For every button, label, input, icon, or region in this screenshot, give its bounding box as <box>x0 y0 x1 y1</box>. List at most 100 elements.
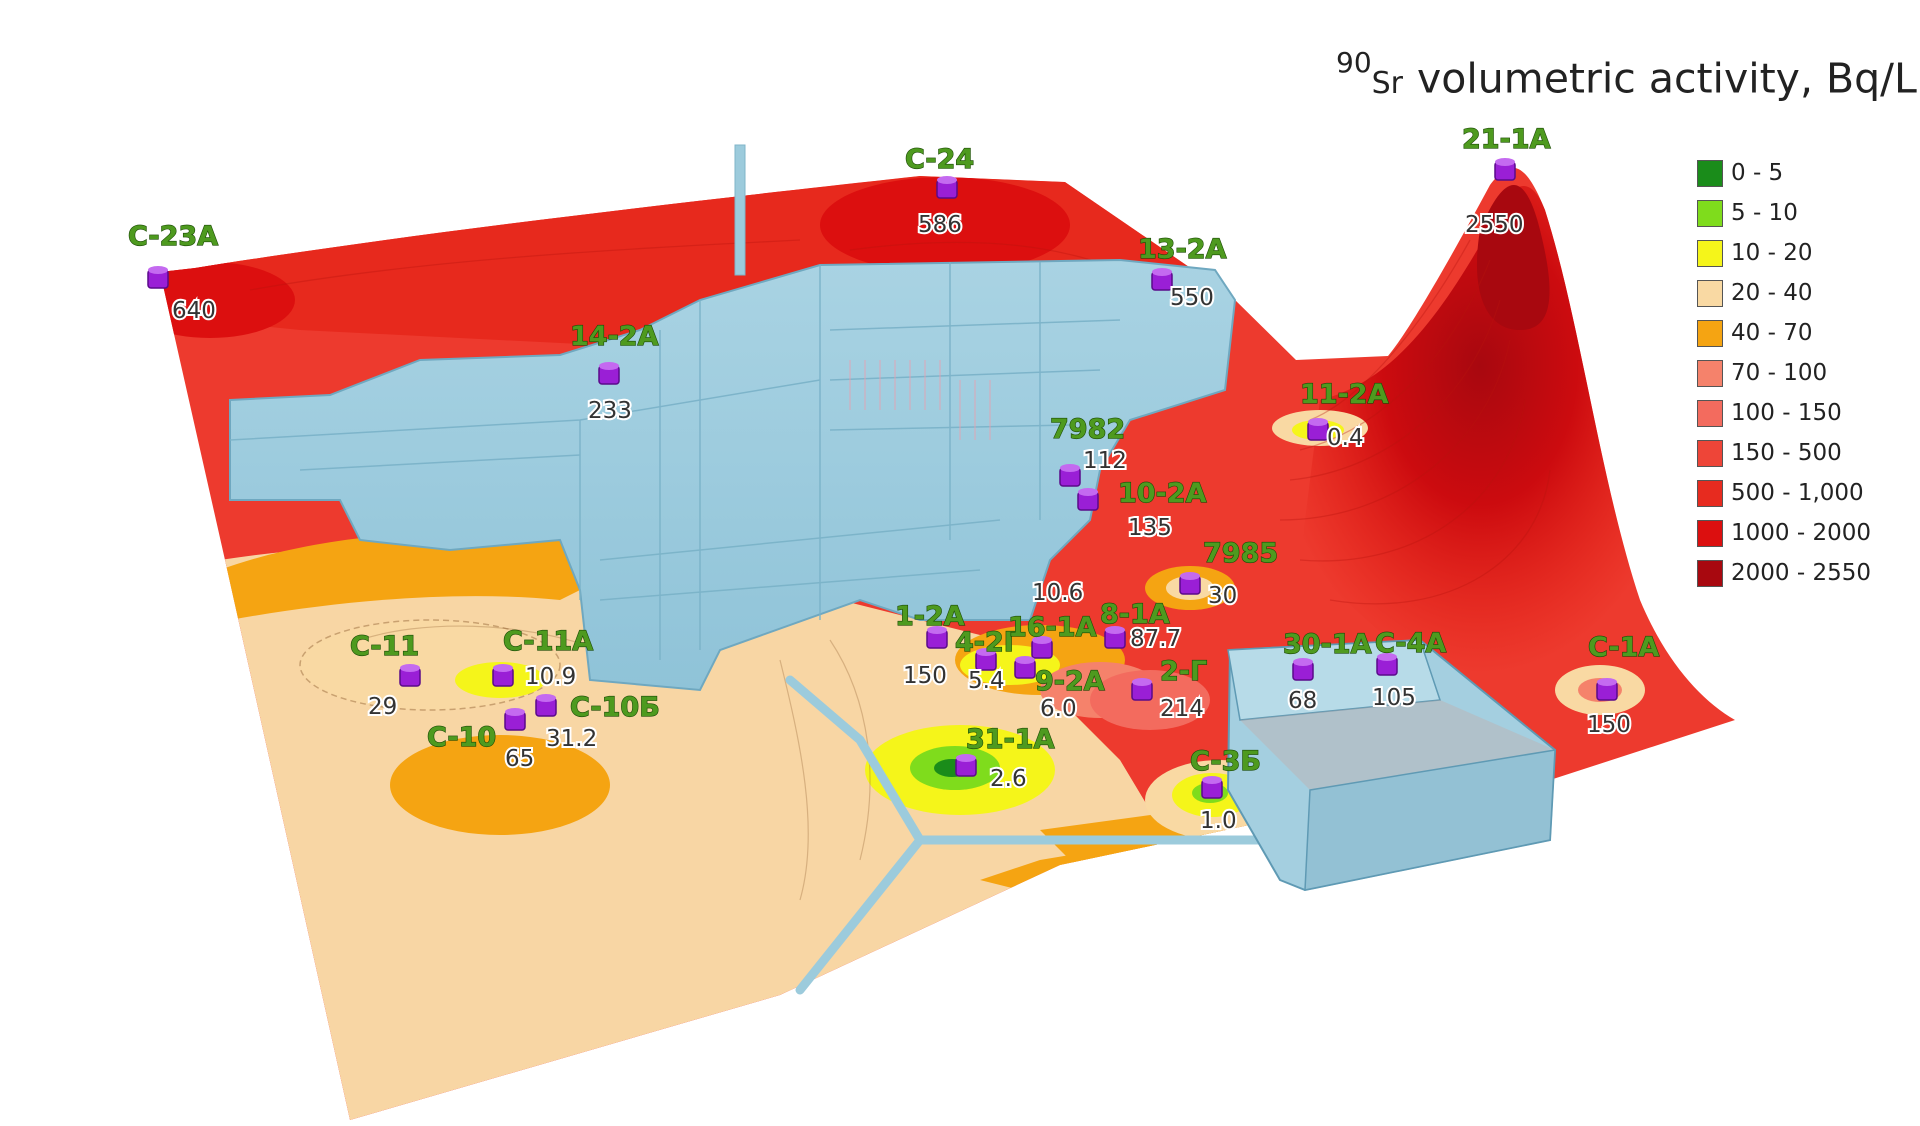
well-marker-top <box>1202 776 1222 784</box>
well-11-2A[interactable]: 11-2A 0.4 <box>1299 378 1389 453</box>
well-value-label: 150 <box>903 663 947 689</box>
well-value-label: 2550 <box>1465 212 1524 238</box>
well-marker-top <box>599 362 619 370</box>
well-9-2A[interactable]: 9-2A6.0 <box>1014 656 1105 724</box>
well-marker-top <box>1152 268 1172 276</box>
well-value-label: 214 <box>1160 696 1204 722</box>
well-id-label: 9-2A <box>1035 666 1105 697</box>
well-marker-top <box>1032 636 1052 644</box>
well-id-label: 1-2A <box>895 601 965 632</box>
well-C-1A[interactable]: C-1A 150 <box>1585 631 1660 740</box>
isotope-symbol: Sr <box>1371 65 1404 101</box>
well-4-2Г[interactable]: 4-2Г5.4 <box>954 626 1021 696</box>
legend-title-text: volumetric activity, Bq/L <box>1417 54 1917 103</box>
well-value-label: 150 <box>1587 712 1631 738</box>
well-id-label: 7985 <box>1203 538 1278 569</box>
well-marker-top <box>505 708 525 716</box>
well-id-label: 8-1A <box>1100 599 1170 630</box>
well-id-label: C-24 <box>905 144 974 175</box>
well-C-10[interactable]: C-10 65 <box>426 708 536 774</box>
well-id-label: 10-2A <box>1118 478 1207 509</box>
well-value-label: 233 <box>588 398 632 424</box>
well-C-10Б[interactable]: C-10Б 31.2 <box>535 691 660 754</box>
legend-swatch <box>1697 199 1723 227</box>
well-marker-top <box>956 754 976 762</box>
well-1-2A[interactable]: 1-2A 150 <box>894 600 965 691</box>
well-id-label: C-10Б <box>570 692 660 723</box>
legend-item: 150 - 500 <box>1697 433 1871 473</box>
well-value-label: 1.0 <box>1200 808 1237 834</box>
well-value-label: 586 <box>918 212 962 238</box>
well-C-3Б[interactable]: C-3Б 1.0 <box>1189 745 1261 836</box>
well-id-label: C-1A <box>1588 632 1659 663</box>
legend-swatch <box>1697 239 1723 267</box>
well-marker-top <box>536 694 556 702</box>
well-C-23A[interactable]: C-23A 640 <box>127 220 218 326</box>
legend-label: 20 - 40 <box>1731 280 1813 306</box>
well-id-label: C-3Б <box>1190 746 1261 777</box>
well-marker-top <box>1180 572 1200 580</box>
legend-item: 500 - 1,000 <box>1697 473 1871 513</box>
well-marker-top <box>1078 488 1098 496</box>
well-value-label: 0.4 <box>1327 425 1364 451</box>
well-value-label: 550 <box>1170 285 1214 311</box>
legend-label: 70 - 100 <box>1731 360 1828 386</box>
legend-swatch <box>1697 559 1723 587</box>
well-id-label: 11-2A <box>1300 379 1389 410</box>
well-C-24[interactable]: C-24 586 <box>904 143 974 240</box>
well-value-label: 30 <box>1208 583 1237 609</box>
legend-swatch <box>1697 439 1723 467</box>
well-marker-top <box>1308 418 1328 426</box>
legend-item: 5 - 10 <box>1697 193 1871 233</box>
legend-swatch <box>1697 519 1723 547</box>
well-marker-top <box>1105 626 1125 634</box>
well-31-1A[interactable]: 31-1A2.6 <box>955 723 1055 794</box>
well-id-label: C-10 <box>427 722 496 753</box>
well-14-2A[interactable]: 14-2A 233 <box>569 320 659 426</box>
well-marker-top <box>148 266 168 274</box>
legend-item: 20 - 40 <box>1697 273 1871 313</box>
well-id-label: 13-2A <box>1138 234 1227 265</box>
well-13-2A[interactable]: 13-2A 550 <box>1137 233 1227 313</box>
well-id-label: 4-2Г <box>955 627 1021 658</box>
legend-label: 10 - 20 <box>1731 240 1813 266</box>
legend-item: 1000 - 2000 <box>1697 513 1871 553</box>
well-id-label: C-4A <box>1375 628 1446 659</box>
well-marker-top <box>927 626 947 634</box>
well-7985[interactable]: 7985 30 <box>1179 537 1279 611</box>
well-value-label: 135 <box>1128 515 1172 541</box>
well-value-label: 87.7 <box>1130 626 1181 652</box>
well-value-label: 640 <box>172 298 216 324</box>
legend-label: 500 - 1,000 <box>1731 480 1864 506</box>
legend-swatch <box>1697 319 1723 347</box>
legend-label: 40 - 70 <box>1731 320 1813 346</box>
legend-item: 2000 - 2550 <box>1697 553 1871 593</box>
legend-item: 40 - 70 <box>1697 313 1871 353</box>
well-value-label: 65 <box>505 746 534 772</box>
well-id-label: C-23A <box>128 221 218 252</box>
well-value-label: 68 <box>1288 688 1317 714</box>
well-value-label: 2.6 <box>990 766 1027 792</box>
legend-swatch <box>1697 279 1723 307</box>
legend-item: 70 - 100 <box>1697 353 1871 393</box>
well-marker-top <box>400 664 420 672</box>
well-id-label: 14-2A <box>570 321 659 352</box>
well-value-label: 31.2 <box>546 726 597 752</box>
legend-swatch <box>1697 479 1723 507</box>
well-id-label: 7982 <box>1050 414 1125 445</box>
legend-item: 10 - 20 <box>1697 233 1871 273</box>
well-id-label: 2-Г <box>1160 656 1207 687</box>
well-10-2A[interactable]: 10-2A 135 <box>1077 477 1207 543</box>
